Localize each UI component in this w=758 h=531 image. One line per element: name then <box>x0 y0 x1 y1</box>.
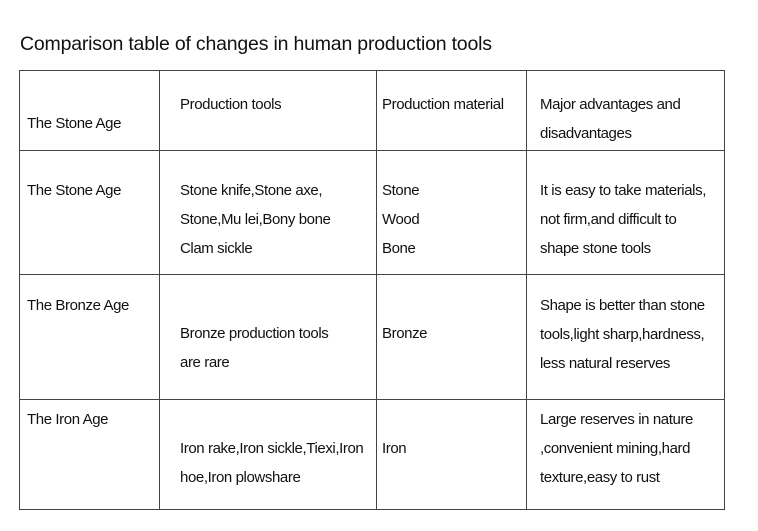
page-title: Comparison table of changes in human pro… <box>20 33 492 55</box>
cell-age: The Bronze Age <box>19 274 160 400</box>
cell-age: The Stone Age <box>19 150 160 275</box>
cell-tools: Bronze production tools are rare <box>159 274 377 400</box>
header-cell-tools: Production tools <box>159 70 377 151</box>
header-cell-material: Production material <box>376 70 527 151</box>
cell-notes: Large reserves in nature ,convenient min… <box>526 399 725 510</box>
cell-notes: It is easy to take materials, not firm,a… <box>526 150 725 275</box>
table-row: The Iron Age Iron rake,Iron sickle,Tiexi… <box>19 399 725 510</box>
table-row: The Bronze Age Bronze production tools a… <box>19 274 725 400</box>
comparison-table: The Stone Age Production tools Productio… <box>19 70 725 510</box>
cell-material: Bronze <box>376 274 527 400</box>
cell-tools: Iron rake,Iron sickle,Tiexi,Iron hoe,Iro… <box>159 399 377 510</box>
cell-material: Iron <box>376 399 527 510</box>
cell-age: The Iron Age <box>19 399 160 510</box>
header-cell-advantages: Major advantages and disadvantages <box>526 70 725 151</box>
header-cell-period: The Stone Age <box>19 70 160 151</box>
table-header-row: The Stone Age Production tools Productio… <box>19 70 725 151</box>
cell-material: Stone Wood Bone <box>376 150 527 275</box>
table-row: The Stone Age Stone knife,Stone axe, Sto… <box>19 150 725 275</box>
cell-tools: Stone knife,Stone axe, Stone,Mu lei,Bony… <box>159 150 377 275</box>
cell-notes: Shape is better than stone tools,light s… <box>526 274 725 400</box>
